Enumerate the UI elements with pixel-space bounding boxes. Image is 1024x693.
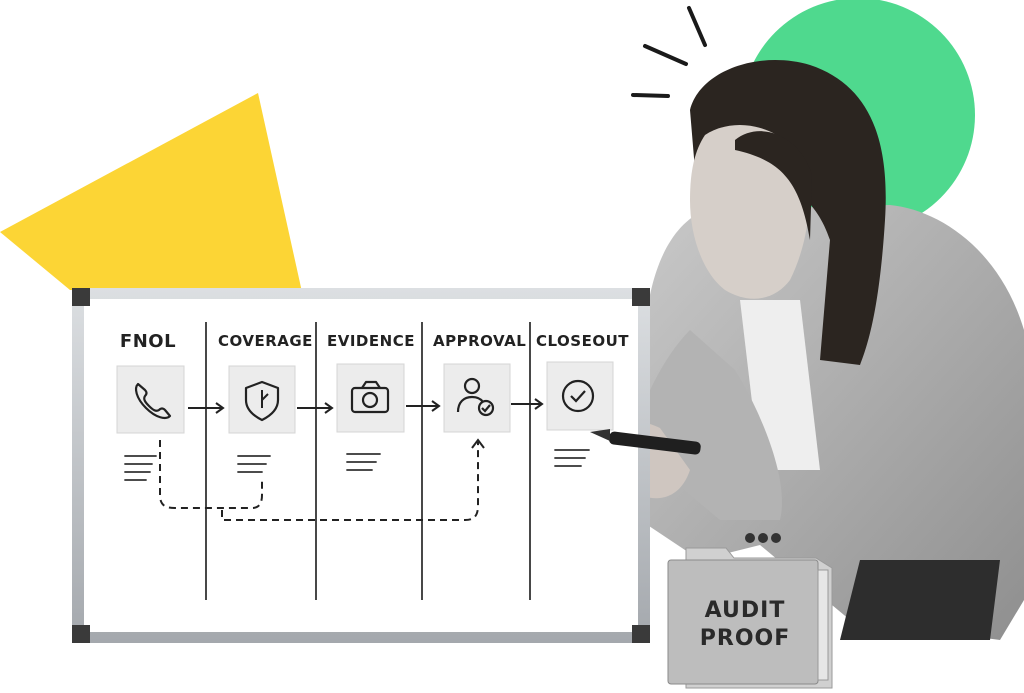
stage-label-closeout: CLOSEOUT: [536, 332, 629, 350]
yellow-triangle: [0, 93, 302, 292]
folder-label-line2: PROOF: [699, 626, 791, 651]
folder-label: AUDIT PROOF: [690, 597, 800, 653]
flow-arrows: [188, 398, 544, 414]
sticky-note-approval: [443, 363, 511, 433]
phone-icon: [135, 382, 172, 419]
whiteboard: [72, 288, 650, 643]
folder-label-line1: AUDIT: [704, 598, 786, 623]
check-circle-icon: [561, 379, 595, 413]
stage-label-approval: APPROVAL: [433, 332, 527, 350]
attention-burst-icon: [631, 6, 707, 98]
audit-folder: [667, 547, 833, 689]
stage-label-fnol: FNOL: [119, 331, 177, 352]
sticky-note-evidence: [336, 363, 405, 433]
stage-label-evidence: EVIDENCE: [327, 332, 415, 350]
stage-label-coverage: COVERAGE: [218, 332, 313, 350]
sticky-note-closeout: [546, 361, 614, 431]
marker: [590, 429, 701, 455]
shield-icon: [244, 380, 280, 422]
dashed-connectors: [159, 440, 479, 521]
sticky-note-coverage: [228, 365, 296, 434]
user-check-icon: [456, 377, 495, 417]
sticky-note-fnol: [116, 365, 185, 434]
scribble-lines: [124, 449, 590, 481]
camera-icon: [350, 380, 390, 414]
